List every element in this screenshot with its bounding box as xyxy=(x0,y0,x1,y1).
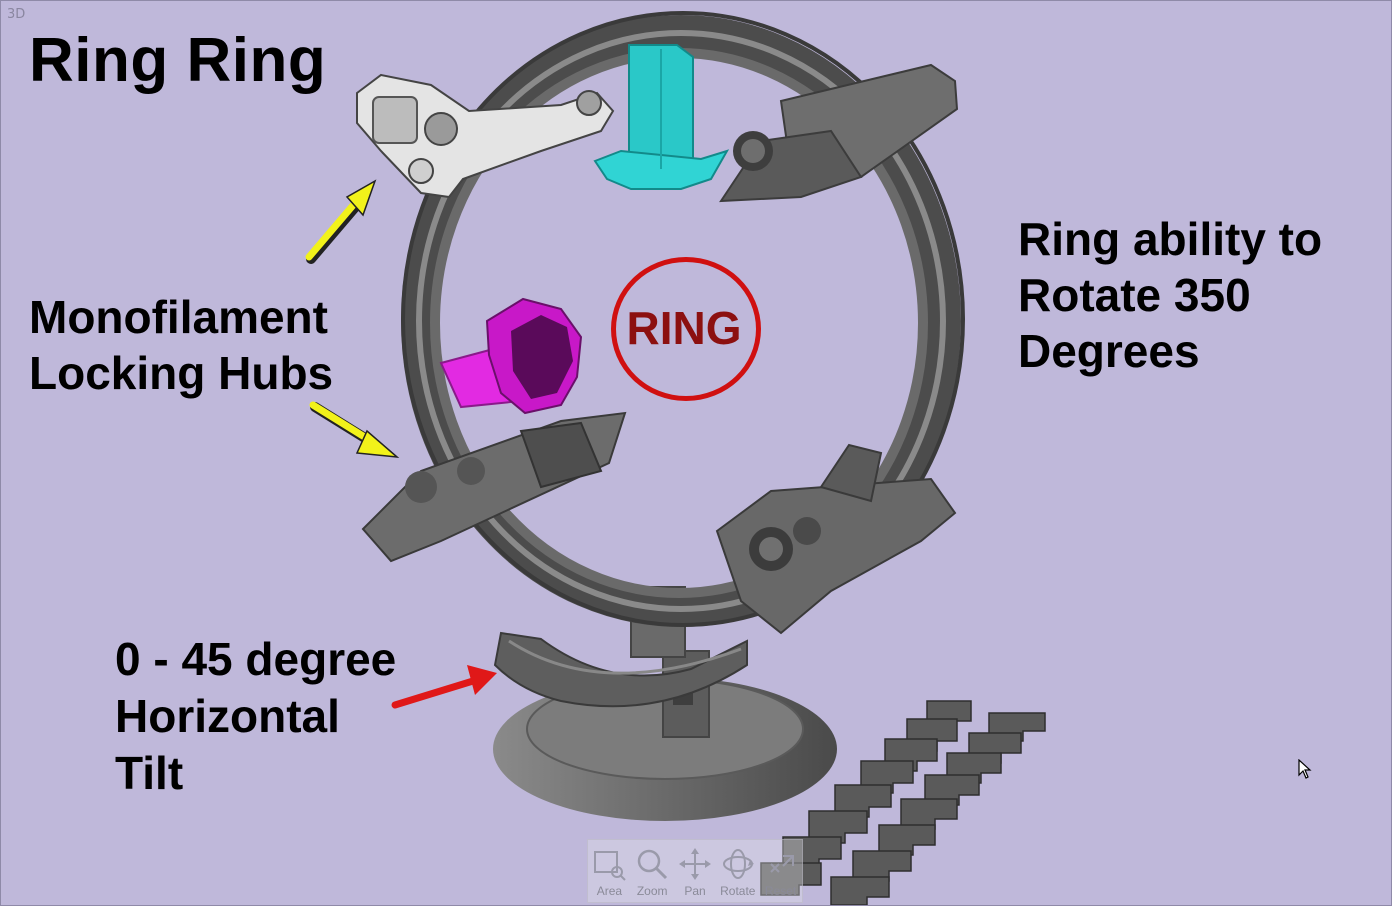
ring-circle-marker xyxy=(611,257,761,401)
zoom-label: Zoom xyxy=(636,884,668,898)
page-title: Ring Ring xyxy=(29,26,327,95)
arrow-to-lower-hub xyxy=(309,401,400,458)
zoom-button[interactable]: Zoom xyxy=(631,846,674,898)
area-select-icon xyxy=(594,851,627,881)
arm-upper-right xyxy=(719,63,959,203)
zoom-icon xyxy=(637,849,668,880)
reset-label: Reset xyxy=(764,884,797,898)
arm-lower-right xyxy=(715,443,957,635)
rotate-icon xyxy=(722,849,754,879)
pan-button[interactable]: Pan xyxy=(674,846,717,898)
pan-label: Pan xyxy=(684,884,706,898)
white-locking-hub xyxy=(356,73,615,199)
reset-button[interactable]: Reset xyxy=(759,846,802,898)
arm-lower-left xyxy=(361,411,627,563)
rotate-button[interactable]: Rotate xyxy=(716,846,759,898)
magenta-locking-hub xyxy=(439,297,583,415)
arrow-to-white-hub xyxy=(305,179,377,264)
arrow-to-tilt-cradle xyxy=(391,665,497,709)
label-line: Horizontal xyxy=(115,690,340,742)
mouse-cursor-icon xyxy=(1298,759,1312,779)
area-button[interactable]: Area xyxy=(588,846,631,898)
label-line: Degrees xyxy=(1018,325,1200,377)
rotate-label: Rotate xyxy=(720,884,756,898)
label-line: Rotate 350 xyxy=(1018,269,1251,321)
ring-badge-label: RING xyxy=(626,302,742,354)
label-horizontal-tilt: 0 - 45 degree Horizontal Tilt xyxy=(115,631,396,802)
reset-icon xyxy=(769,855,794,873)
view-mode-label: 3D xyxy=(7,7,26,22)
label-line: Monofilament xyxy=(29,291,328,343)
label-line: Ring ability to xyxy=(1018,213,1323,265)
cyan-locking-hub xyxy=(593,44,730,190)
area-label: Area xyxy=(596,884,623,898)
pan-icon xyxy=(678,848,711,880)
spare-hubs-grid xyxy=(760,700,1046,905)
view-toolbar: Area Zoom Pan xyxy=(587,839,803,903)
label-line: Locking Hubs xyxy=(29,347,334,399)
label-line: Tilt xyxy=(115,747,184,799)
label-ring-rotation: Ring ability to Rotate 350 Degrees xyxy=(1018,211,1322,379)
label-locking-hubs: Monofilament Locking Hubs xyxy=(29,289,333,401)
label-line: 0 - 45 degree xyxy=(115,633,397,685)
